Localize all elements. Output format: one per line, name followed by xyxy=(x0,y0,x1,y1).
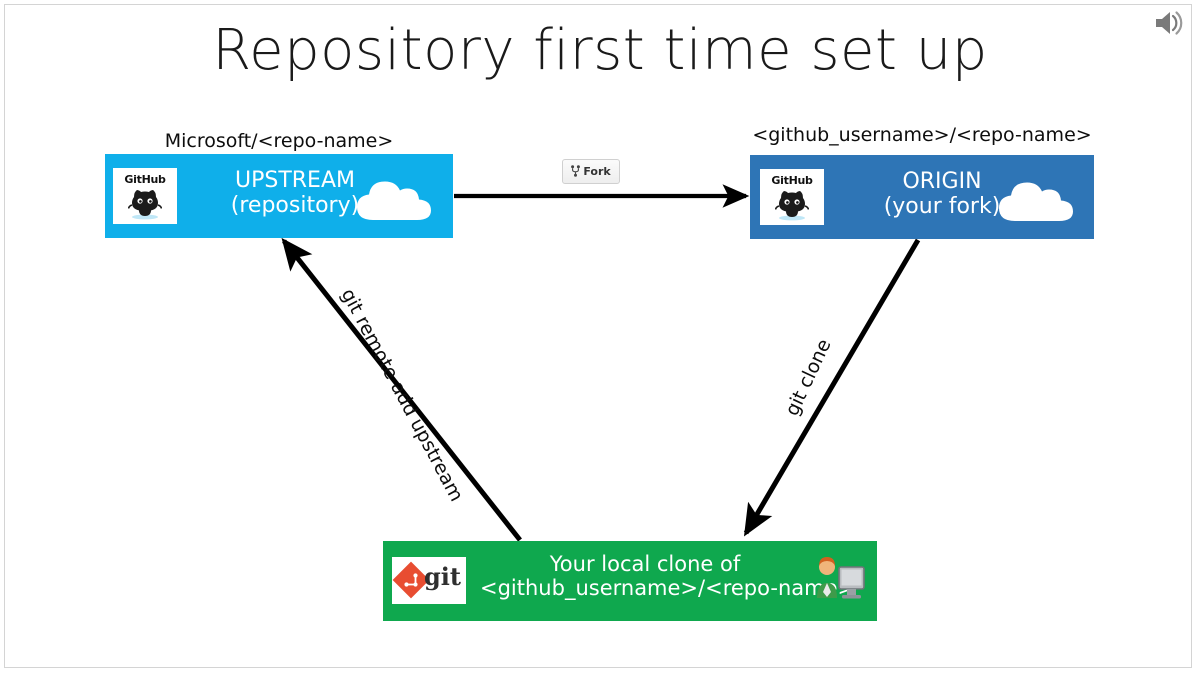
fork-button[interactable]: Fork xyxy=(562,159,620,184)
node-origin-label: ORIGIN (your fork) xyxy=(872,169,1012,219)
github-octocat-icon xyxy=(775,191,809,221)
cloud-icon-upstream xyxy=(351,170,443,227)
node-upstream-line2: (repository) xyxy=(230,193,360,219)
node-origin-line1: ORIGIN xyxy=(902,169,982,194)
node-origin[interactable]: GitHub ORIGIN (your fork) xyxy=(750,155,1094,239)
node-local-label: Your local clone of <github_username>/<r… xyxy=(480,552,856,601)
node-local-line1: Your local clone of xyxy=(549,552,741,576)
github-octocat-icon xyxy=(128,190,162,220)
person-at-computer-icon xyxy=(817,557,865,599)
github-logo-origin: GitHub xyxy=(760,169,824,225)
git-branch-glyph xyxy=(404,573,418,587)
caption-upstream: Microsoft/<repo-name> xyxy=(164,130,394,152)
git-logo: git xyxy=(392,557,466,604)
fork-button-label: Fork xyxy=(583,165,611,178)
github-wordmark: GitHub xyxy=(124,173,166,186)
node-local-clone[interactable]: git Your local clone of <github_username… xyxy=(383,541,877,621)
node-upstream-line1: UPSTREAM xyxy=(235,168,355,193)
git-wordmark: git xyxy=(424,562,461,591)
github-logo-upstream: GitHub xyxy=(113,168,177,224)
speaker-icon[interactable] xyxy=(1152,8,1186,38)
cloud-icon-origin xyxy=(993,171,1085,228)
node-origin-line2: (your fork) xyxy=(883,194,1001,220)
fork-branch-icon xyxy=(571,164,581,179)
node-upstream[interactable]: GitHub UPSTREAM (repository) xyxy=(105,154,453,238)
caption-origin: <github_username>/<repo-name> xyxy=(752,124,1092,146)
node-local-line2: <github_username>/<repo-name> xyxy=(480,575,856,600)
node-upstream-label: UPSTREAM (repository) xyxy=(225,168,365,218)
github-wordmark: GitHub xyxy=(771,174,813,187)
page-title: Repository first time set up xyxy=(212,18,988,83)
